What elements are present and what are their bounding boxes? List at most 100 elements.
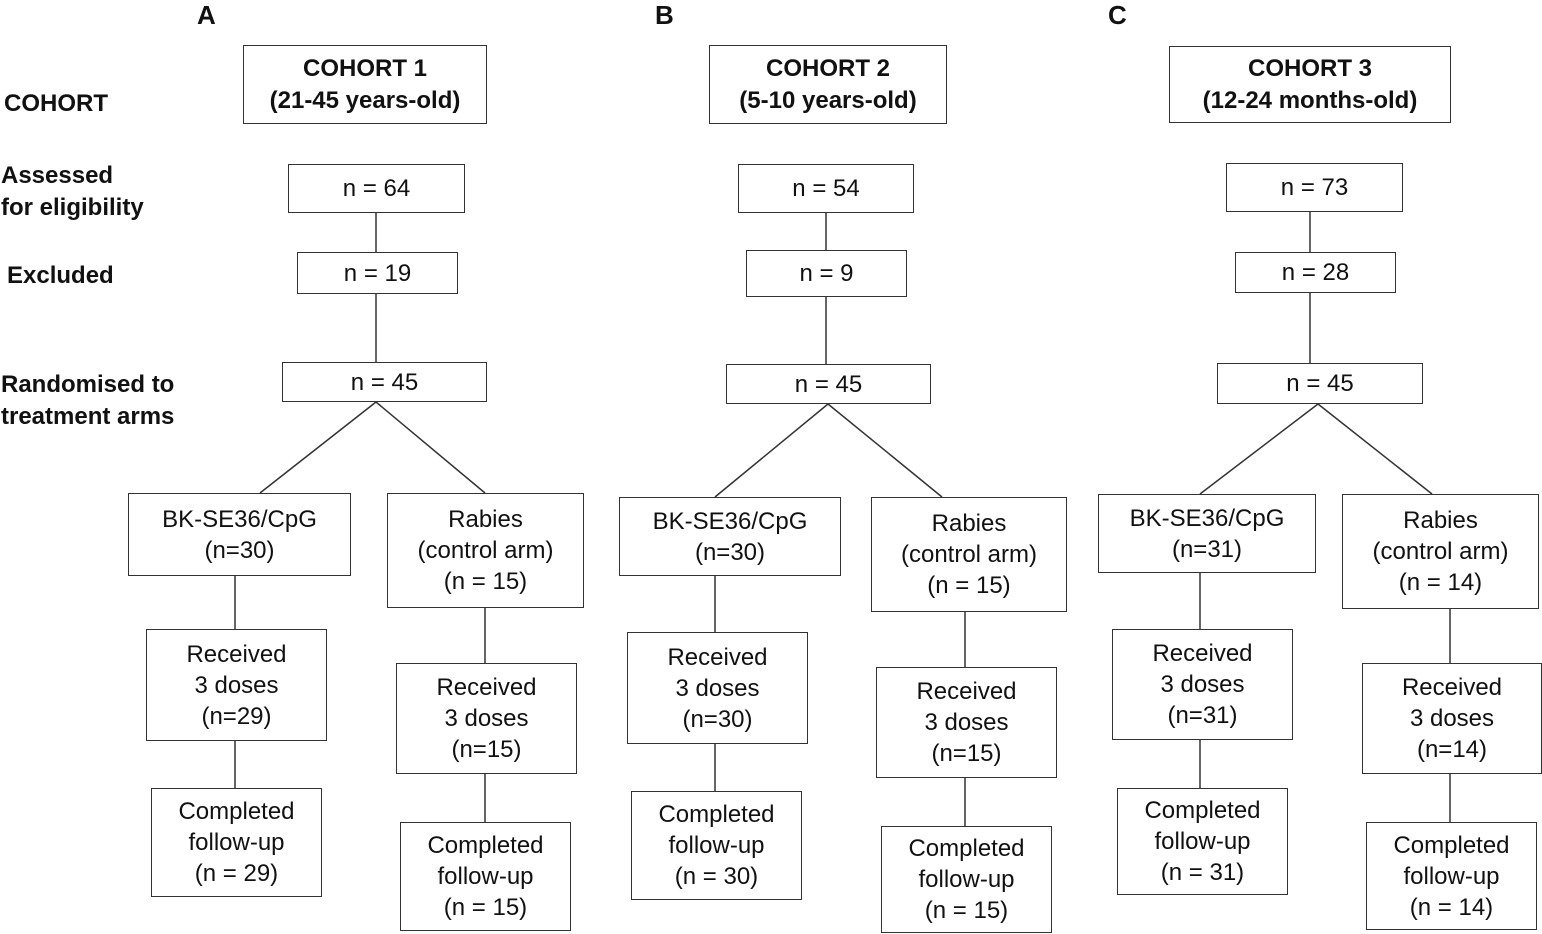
arm-count: (n = 15) <box>927 572 1011 599</box>
cohort-2-excluded-box: n = 9 <box>746 250 907 297</box>
cohort-3-arm2-allocated-box: Rabies (control arm) (n = 14) <box>1342 494 1539 609</box>
row-label-cohort: COHORT <box>4 90 108 117</box>
cohort-2-title: COHORT 2 <box>765 54 890 82</box>
row-label-excluded: Excluded <box>7 262 114 289</box>
cohort-2-arm1-completed-box: Completed follow-up (n = 30) <box>631 791 802 900</box>
arm-name: BK-SE36/CpG <box>162 505 317 533</box>
completed-followup: follow-up <box>918 866 1015 893</box>
cohort-2-box: COHORT 2 (5-10 years-old) <box>709 45 947 124</box>
completed-followup: follow-up <box>668 832 765 859</box>
cohort-1-title: COHORT 1 <box>302 54 427 82</box>
cohort-1-box: COHORT 1 (21-45 years-old) <box>243 45 487 124</box>
completed-followup: follow-up <box>1403 862 1500 890</box>
cohort-2-randomised-box: n = 45 <box>726 364 931 404</box>
received-doses: 3 doses <box>675 674 760 702</box>
received-label: Received <box>1152 640 1253 667</box>
received-label: Received <box>916 678 1017 705</box>
received-count: (n=15) <box>451 736 522 763</box>
completed-label: Completed <box>908 835 1025 862</box>
completed-label: Completed <box>427 832 544 859</box>
cohort-1-age-range: (21-45 years-old) <box>269 86 461 114</box>
received-label: Received <box>667 643 768 671</box>
connector-b-randomised-arm2 <box>827 403 943 498</box>
completed-count: (n = 31) <box>1160 859 1245 886</box>
completed-label: Completed <box>658 801 775 828</box>
panel-letter-c: C <box>1108 0 1127 30</box>
received-count: (n=29) <box>201 702 272 730</box>
completed-count: (n = 30) <box>674 863 759 890</box>
received-doses: 3 doses <box>924 709 1009 736</box>
cohort-1-excluded-box: n = 19 <box>297 252 458 294</box>
completed-count: (n = 29) <box>194 860 279 887</box>
completed-count: (n = 14) <box>1409 893 1494 921</box>
panel-letter-a: A <box>197 0 216 30</box>
arm-note: (control arm) <box>900 541 1038 568</box>
received-doses: 3 doses <box>1409 705 1495 732</box>
cohort-1-assessed-count: n = 64 <box>342 175 411 202</box>
cohort-3-arm1-completed-box: Completed follow-up (n = 31) <box>1117 788 1288 895</box>
cohort-3-box: COHORT 3 (12-24 months-old) <box>1169 46 1451 123</box>
received-doses: 3 doses <box>444 705 529 732</box>
arm-note: (control arm) <box>417 537 554 564</box>
cohort-2-arm1-received-box: Received 3 doses (n=30) <box>627 632 808 744</box>
cohort-3-arm2-received-box: Received 3 doses (n=14) <box>1362 663 1542 774</box>
connector-b-randomised-arm1 <box>714 403 829 498</box>
cohort-2-excluded-count: n = 9 <box>799 260 854 287</box>
cohort-3-arm1-received-box: Received 3 doses (n=31) <box>1112 629 1293 740</box>
arm-count: (n=31) <box>1171 535 1243 563</box>
cohort-3-randomised-count: n = 45 <box>1286 370 1354 397</box>
arm-count: (n = 14) <box>1398 569 1483 596</box>
cohort-3-assessed-count: n = 73 <box>1280 174 1349 201</box>
cohort-1-randomised-box: n = 45 <box>282 362 487 402</box>
panel-letter-b: B <box>655 0 674 30</box>
cohort-3-excluded-box: n = 28 <box>1235 252 1396 293</box>
completed-label: Completed <box>1144 797 1261 824</box>
cohort-1-arm2-received-box: Received 3 doses (n=15) <box>396 663 577 774</box>
received-doses: 3 doses <box>194 671 279 699</box>
cohort-2-assessed-count: n = 54 <box>792 175 860 202</box>
cohort-2-arm2-completed-box: Completed follow-up (n = 15) <box>881 826 1052 933</box>
arm-count: (n=30) <box>204 536 275 564</box>
connector-a-randomised-arm2 <box>375 401 486 494</box>
cohort-3-excluded-count: n = 28 <box>1281 259 1350 286</box>
completed-label: Completed <box>1393 831 1510 859</box>
received-count: (n=14) <box>1416 736 1488 763</box>
arm-name: Rabies <box>448 506 523 533</box>
completed-count: (n = 15) <box>924 897 1009 924</box>
cohort-3-randomised-box: n = 45 <box>1217 363 1423 404</box>
cohort-1-arm2-allocated-box: Rabies (control arm) (n = 15) <box>387 493 584 608</box>
cohort-2-arm2-allocated-box: Rabies (control arm) (n = 15) <box>871 497 1067 612</box>
received-label: Received <box>186 640 287 668</box>
arm-count: (n = 15) <box>443 568 528 595</box>
cohort-1-arm2-completed-box: Completed follow-up (n = 15) <box>400 822 571 931</box>
cohort-3-arm1-allocated-box: BK-SE36/CpG (n=31) <box>1098 494 1316 573</box>
row-label-assessed: Assessed for eligibility <box>1 160 144 224</box>
row-label-assessed-line1: Assessed <box>1 162 114 189</box>
row-label-assessed-line2: for eligibility <box>1 194 144 221</box>
received-doses: 3 doses <box>1160 671 1245 698</box>
received-count: (n=31) <box>1167 702 1238 729</box>
arm-name: BK-SE36/CpG <box>1129 504 1285 532</box>
cohort-3-age-range: (12-24 months-old) <box>1202 86 1418 114</box>
cohort-2-arm2-received-box: Received 3 doses (n=15) <box>876 667 1057 778</box>
completed-count: (n = 15) <box>443 894 528 921</box>
cohort-1-arm1-completed-box: Completed follow-up (n = 29) <box>151 788 322 897</box>
connector-c-randomised-arm2 <box>1317 403 1433 495</box>
cohort-2-age-range: (5-10 years-old) <box>739 86 917 114</box>
cohort-1-assessed-box: n = 64 <box>288 164 465 213</box>
cohort-1-excluded-count: n = 19 <box>343 259 412 287</box>
connector-c-randomised-arm1 <box>1199 403 1319 495</box>
row-label-randomised: Randomised to treatment arms <box>1 369 174 433</box>
arm-name: Rabies <box>1403 507 1478 534</box>
arm-count: (n=30) <box>694 538 766 566</box>
cohort-2-randomised-count: n = 45 <box>794 370 863 398</box>
cohort-1-arm1-received-box: Received 3 doses (n=29) <box>146 629 327 741</box>
received-count: (n=30) <box>682 705 753 733</box>
completed-followup: follow-up <box>1154 828 1251 855</box>
arm-note: (control arm) <box>1372 538 1509 565</box>
cohort-1-arm1-allocated-box: BK-SE36/CpG (n=30) <box>128 493 351 576</box>
row-label-randomised-line1: Randomised to <box>1 371 175 398</box>
completed-followup: follow-up <box>437 863 534 890</box>
received-label: Received <box>436 674 537 701</box>
